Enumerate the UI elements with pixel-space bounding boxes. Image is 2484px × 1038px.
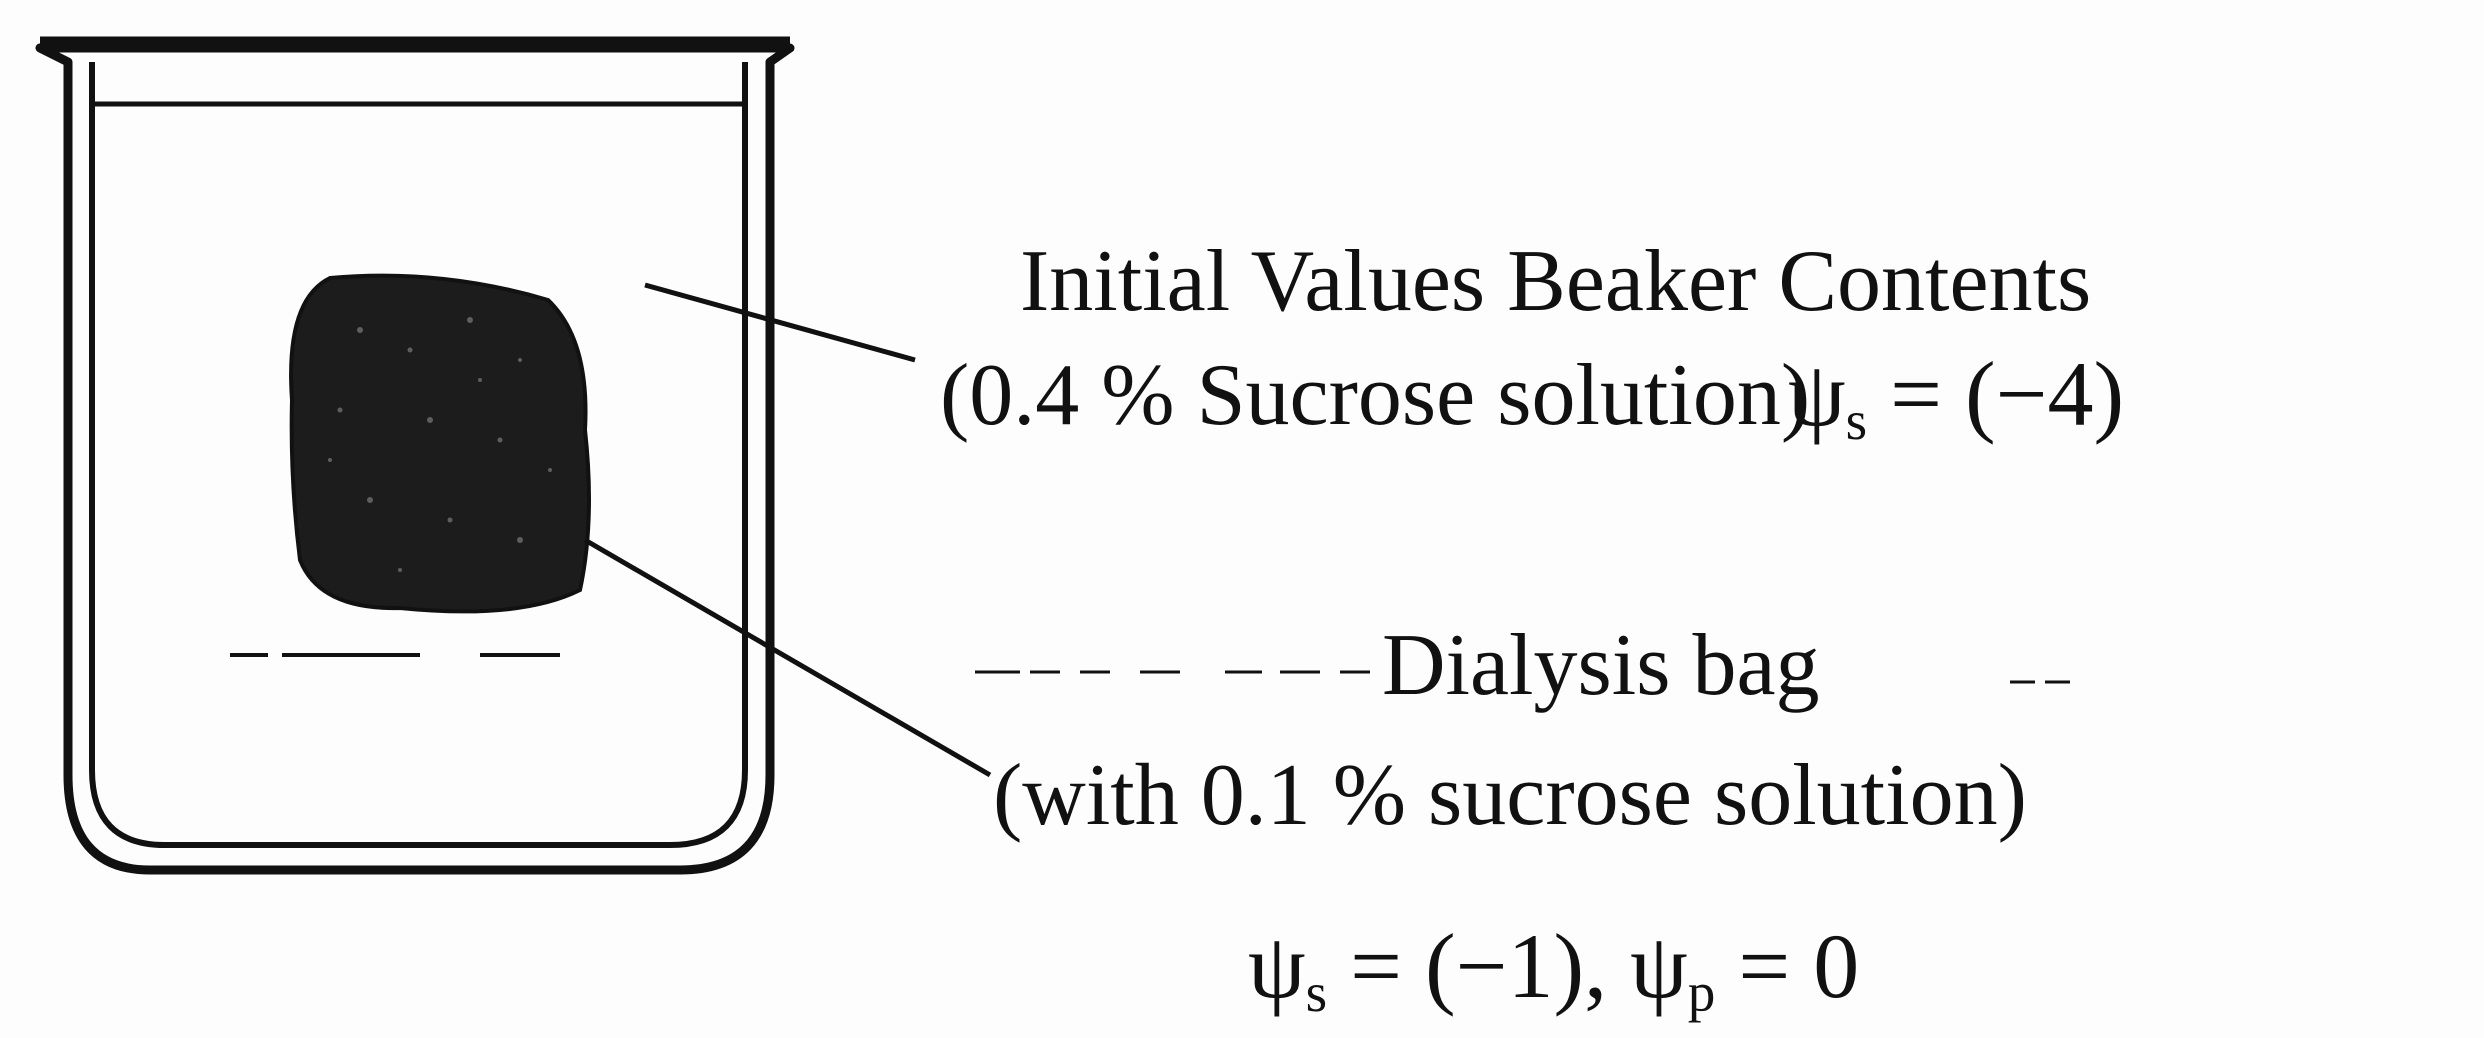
- bag-leader-line: [583, 537, 992, 778]
- beaker-water-potential: ψs = (−4): [1788, 348, 2124, 448]
- psi-s-symbol: ψ: [1248, 915, 1306, 1017]
- psi-subscript: s: [1845, 389, 1868, 451]
- bag-texture: [328, 317, 552, 572]
- dialysis-bag: [289, 273, 591, 614]
- psi-p-value: = 0: [1715, 915, 1860, 1017]
- beaker-leader-line: [644, 282, 916, 363]
- psi-p-symbol: ψ: [1630, 915, 1688, 1017]
- dialysis-bag-water-potential: ψs = (−1), ψp = 0: [1248, 920, 1859, 1020]
- beaker-outer-wall: [35, 43, 795, 875]
- beaker-solution-label: (0.4 % Sucrose solution): [940, 347, 1811, 444]
- psi-p-subscript: p: [1687, 961, 1716, 1023]
- psi-symbol: ψ: [1788, 343, 1846, 445]
- dialysis-bag-title: Dialysis bag: [1382, 617, 1820, 714]
- beaker-contents-title: Initial Values Beaker Contents: [1020, 233, 2092, 330]
- psi-s-value: = (−1),: [1327, 915, 1631, 1017]
- bag-label-dashes: [975, 670, 2070, 684]
- psi-value: = (−4): [1867, 343, 2125, 445]
- beaker-inner-wall: [89, 62, 748, 848]
- psi-s-subscript: s: [1305, 961, 1328, 1023]
- dialysis-bag-solution-label: (with 0.1 % sucrose solution): [993, 747, 2027, 844]
